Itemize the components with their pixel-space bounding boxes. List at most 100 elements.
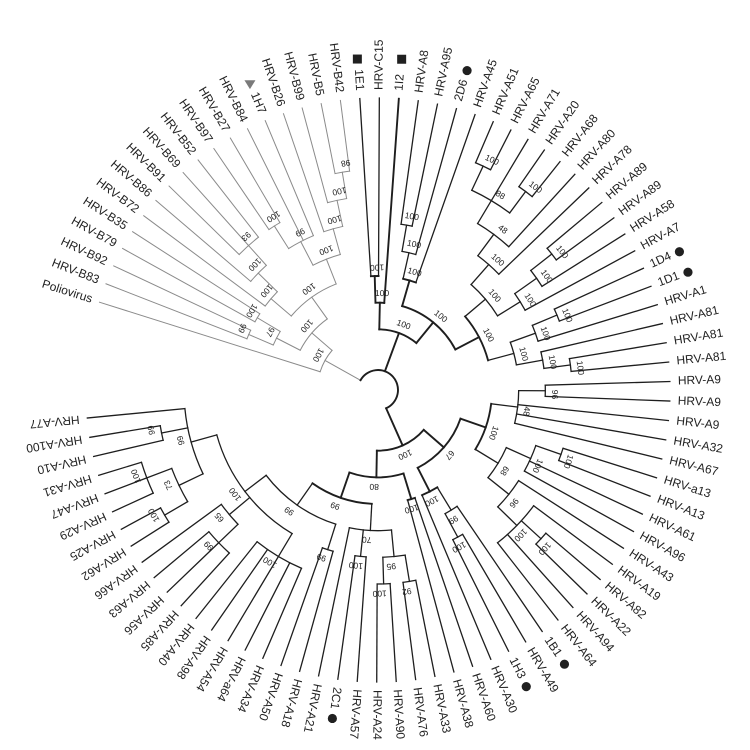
- tree-branch-128: [474, 448, 499, 465]
- bootstrap-value: 96: [507, 496, 521, 510]
- bootstrap-value: 100: [560, 307, 575, 324]
- tree-branch-29: [300, 240, 314, 266]
- tree-branch-146: [544, 532, 602, 581]
- tree-branch-159: [421, 494, 492, 661]
- bootstrap-value: 100: [450, 540, 467, 556]
- tree-arc-151: [420, 486, 439, 497]
- tree-branch-166: [339, 471, 351, 499]
- tree-branch-124: [544, 395, 671, 402]
- tree-branch-6: [248, 333, 274, 346]
- tree-branch-54: [383, 97, 400, 304]
- tree-branch-57: [400, 279, 411, 308]
- tree-branch-207: [141, 503, 223, 564]
- tree-branch-185: [296, 482, 314, 507]
- bootstrap-value: 100: [395, 317, 412, 331]
- tree-branch-214: [130, 521, 170, 547]
- tree-branch-135: [557, 459, 651, 498]
- leaf-2c1: 2C1: [328, 686, 345, 710]
- bootstrap-value: 100: [370, 263, 385, 273]
- tree-branch-2: [311, 332, 333, 352]
- leaf-hrv-a10: HRV-A10: [36, 452, 88, 477]
- leaf-hrv-b42: HRV-B42: [327, 42, 347, 94]
- tree-branch-4: [275, 337, 301, 351]
- tree-arc-68: [463, 315, 490, 362]
- tree-branch-16: [270, 297, 292, 317]
- tree-arc-101: [531, 324, 539, 342]
- tree-branch-18: [143, 215, 266, 307]
- tree-arc-167: [311, 481, 373, 505]
- tree-branch-36: [264, 119, 315, 237]
- leaf-hrv-b5: HRV-B5: [305, 52, 327, 97]
- bootstrap-value: 65: [212, 511, 226, 525]
- tree-branch-84: [517, 149, 546, 188]
- root-branch: [383, 331, 401, 373]
- bootstrap-value: 96: [550, 390, 560, 400]
- tree-branch-199: [195, 540, 259, 620]
- bootstrap-value: 100: [404, 210, 420, 222]
- marker-circle-1h3: [521, 682, 531, 692]
- tree-branch-61: [401, 224, 408, 253]
- bootstrap-value: 99: [201, 539, 215, 553]
- bootstrap-value: 100: [512, 527, 529, 544]
- tree-branch-189: [298, 550, 334, 673]
- tree-arc-209: [184, 407, 204, 475]
- tree-arc-163: [406, 496, 417, 502]
- tree-branch-46: [339, 99, 351, 172]
- bootstrap-value: 68: [498, 464, 512, 478]
- bootstrap-value: 95: [386, 561, 397, 572]
- leaf-hrv-c15: HRV-C15: [372, 39, 386, 90]
- tree-branch-71: [470, 263, 490, 286]
- tree-branch-33: [213, 147, 270, 231]
- bootstrap-value: 100: [318, 243, 335, 258]
- tree-branch-225: [86, 407, 186, 419]
- bootstrap-value: 98: [340, 158, 351, 169]
- leaf-hrv-a9: HRV-A9: [678, 394, 722, 410]
- tree-branch-112: [568, 341, 667, 360]
- leaf-hrv-a38: HRV-A38: [450, 678, 477, 730]
- marker-circle-1d1: [683, 267, 693, 277]
- tree-branch-115: [422, 428, 446, 449]
- tree-branch-168: [369, 503, 373, 532]
- tree-branch-212: [163, 500, 189, 517]
- tree-branch-136: [528, 460, 644, 515]
- tree-branch-63: [400, 100, 419, 225]
- bootstrap-value: 100: [575, 360, 587, 376]
- tree-branch-26: [197, 159, 260, 238]
- tree-branch-31: [273, 225, 290, 250]
- tree-arc-114: [375, 428, 426, 452]
- tree-branch-37: [332, 228, 341, 256]
- tree-branch-45: [320, 103, 336, 175]
- tree-arc-116: [416, 417, 462, 470]
- tree-arc-201: [220, 503, 239, 526]
- leaf-hrv-a9: HRV-A9: [676, 414, 721, 432]
- tree-branch-92: [529, 253, 553, 272]
- marker-circle-1d4: [674, 247, 685, 257]
- tree-branch-195: [261, 567, 303, 660]
- tree-branch-94: [546, 201, 603, 250]
- bootstrap-value: 93: [239, 230, 253, 244]
- leaf-hrv-a77: HRV-A77: [29, 413, 80, 432]
- bootstrap-value: 73: [162, 479, 175, 492]
- tree-branch-95: [555, 216, 615, 261]
- leaf-hrv-a100: HRV-A100: [25, 433, 83, 456]
- tree-branch-210: [178, 472, 204, 487]
- tree-branch-88: [496, 300, 522, 317]
- tree-branch-148: [506, 533, 574, 609]
- bootstrap-value: 100: [547, 354, 559, 370]
- tree-branch-69: [464, 298, 487, 318]
- tree-branch-165: [406, 499, 455, 673]
- tree-branch-197: [227, 555, 280, 642]
- leaf-1h7: 1H7: [248, 90, 270, 116]
- tree-branch-35: [246, 128, 304, 241]
- root-arc: [359, 369, 399, 410]
- bootstrap-value: 100: [129, 468, 143, 485]
- bootstrap-value: 97: [264, 326, 277, 339]
- tree-branch-174: [415, 579, 436, 678]
- tree-branch-206: [153, 530, 210, 579]
- tree-branch-134: [562, 447, 658, 479]
- marker-square-1i2: [397, 54, 407, 64]
- tree-branch-193: [277, 532, 293, 558]
- tree-branch-80: [489, 129, 512, 171]
- tree-arc-78: [474, 161, 492, 171]
- tree-branch-27: [325, 258, 337, 285]
